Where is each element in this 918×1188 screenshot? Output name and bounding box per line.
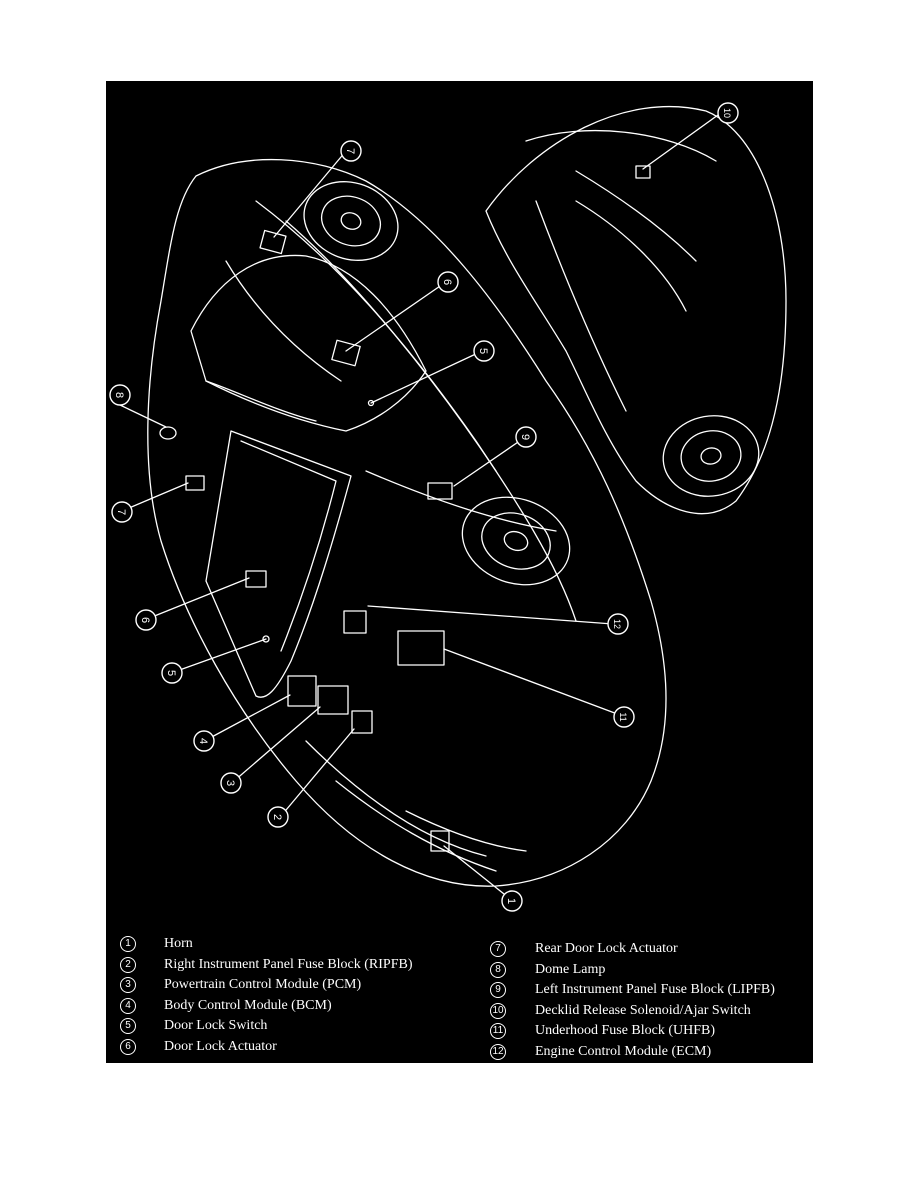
legend-number: 6 — [120, 1038, 136, 1055]
legend-label: Decklid Release Solenoid/Ajar Switch — [535, 1002, 751, 1018]
legend-number: 1 — [120, 936, 136, 952]
callout-10 — [717, 102, 739, 124]
callout-label: 6 — [139, 617, 151, 623]
component-bcm — [287, 675, 317, 707]
callout-label: 8 — [113, 392, 125, 398]
component-door-actuator-front — [245, 570, 267, 588]
callout-label: 5 — [477, 348, 489, 354]
callout-label: 6 — [441, 279, 453, 285]
callout-8 — [109, 384, 131, 406]
callout-7-left — [111, 501, 133, 523]
legend-number: 8 — [490, 961, 506, 978]
component-pcm — [317, 685, 349, 715]
legend-number: 10 — [490, 1002, 506, 1019]
callout-label: 11 — [618, 712, 628, 721]
component-dome-lamp — [159, 426, 177, 440]
callout-label: 5 — [165, 670, 177, 676]
component-decklid — [635, 165, 651, 179]
legend-number: 5 — [120, 1018, 136, 1034]
callout-2 — [267, 806, 289, 828]
component-horn — [430, 830, 450, 852]
component-rear-door-actuator-left — [185, 475, 205, 491]
callout-6-left — [135, 609, 157, 631]
callout-11 — [613, 706, 635, 728]
legend-number: 9 — [490, 982, 506, 998]
legend-label: Dome Lamp — [535, 961, 606, 977]
callout-label: 3 — [224, 780, 236, 786]
component-ripfb — [351, 710, 373, 734]
legend-number: 12 — [490, 1043, 506, 1060]
callout-5-top — [473, 340, 495, 362]
legend-number: 2 — [120, 956, 136, 973]
legend-label: Body Control Module (BCM) — [164, 997, 332, 1013]
legend-label: Rear Door Lock Actuator — [535, 941, 678, 956]
callout-label: 1 — [505, 898, 517, 904]
legend-number: 11 — [490, 1023, 506, 1039]
component-uhfb — [397, 630, 445, 666]
legend-number: 3 — [120, 977, 136, 993]
callout-3 — [220, 772, 242, 794]
legend-label: Door Lock Actuator — [164, 1038, 277, 1054]
component-rear-door-actuator — [259, 229, 287, 255]
callout-label: 12 — [612, 619, 622, 629]
component-lipfb — [427, 482, 453, 500]
callout-label: 7 — [115, 509, 127, 515]
wheel-rear-inset — [662, 415, 760, 497]
callout-6-top — [437, 271, 459, 293]
callout-9 — [515, 426, 537, 448]
callout-label: 9 — [519, 434, 531, 440]
legend-label: Right Instrument Panel Fuse Block (RIPFB… — [164, 956, 413, 972]
callout-4 — [193, 730, 215, 752]
legend-label: Horn — [164, 936, 193, 951]
door-opening — [205, 430, 352, 698]
legend-label: Powertrain Control Module (PCM) — [164, 977, 362, 992]
callout-label: 4 — [197, 738, 209, 744]
callout-1 — [501, 890, 523, 912]
wheel-rear — [303, 181, 399, 261]
legend-label: Engine Control Module (ECM) — [535, 1043, 712, 1059]
legend-label: Door Lock Switch — [164, 1018, 268, 1033]
legend-label: Left Instrument Panel Fuse Block (LIPFB) — [535, 982, 775, 997]
wheel-front — [461, 496, 571, 586]
callout-label: 10 — [722, 108, 732, 118]
callout-7-top — [340, 140, 362, 162]
legend-number: 7 — [490, 941, 506, 957]
callout-label: 2 — [271, 814, 283, 820]
legend-label: Underhood Fuse Block (UHFB) — [535, 1023, 716, 1038]
car-component-locator-illustration: 7 6 5 9 10 8 7 6 5 4 3 2 12 11 1 — [109, 102, 787, 912]
callout-5-left — [161, 662, 183, 684]
callout-label: 7 — [344, 148, 356, 154]
car-roof — [190, 254, 427, 432]
component-door-lock-actuator-rear — [331, 339, 361, 367]
component-door-lock-switch — [262, 635, 270, 643]
callout-12 — [607, 613, 629, 635]
car-body-outline — [147, 158, 667, 887]
legend-number: 4 — [120, 997, 136, 1014]
component-ecm — [343, 610, 367, 634]
